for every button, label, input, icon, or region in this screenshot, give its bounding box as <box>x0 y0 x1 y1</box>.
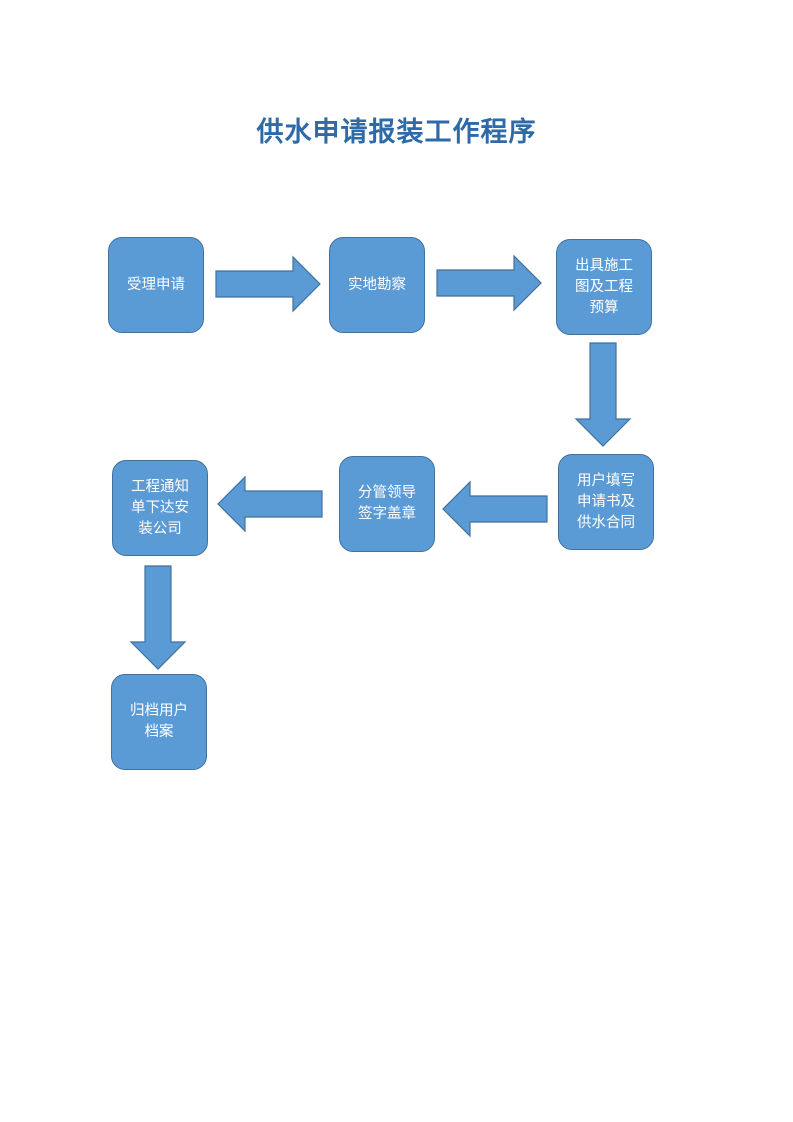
step-archive-user-file: 归档用户档案 <box>111 674 207 770</box>
step-accept-application: 受理申请 <box>108 237 204 333</box>
page-title: 供水申请报装工作程序 <box>256 117 537 148</box>
arrow-right-1 <box>215 255 321 313</box>
step-construction-drawing-budget: 出具施工图及工程预算 <box>556 239 652 335</box>
step-leader-sign-seal: 分管领导签字盖章 <box>339 456 435 552</box>
step-site-survey: 实地勘察 <box>329 237 425 333</box>
arrow-left-1 <box>442 480 548 538</box>
step-fill-application-contract: 用户填写申请书及供水合同 <box>558 454 654 550</box>
arrow-down-2 <box>129 565 187 670</box>
arrow-left-2 <box>217 475 323 533</box>
arrow-right-2 <box>436 254 542 312</box>
arrow-down-1 <box>574 342 632 447</box>
step-notice-to-installer: 工程通知单下达安装公司 <box>112 460 208 556</box>
